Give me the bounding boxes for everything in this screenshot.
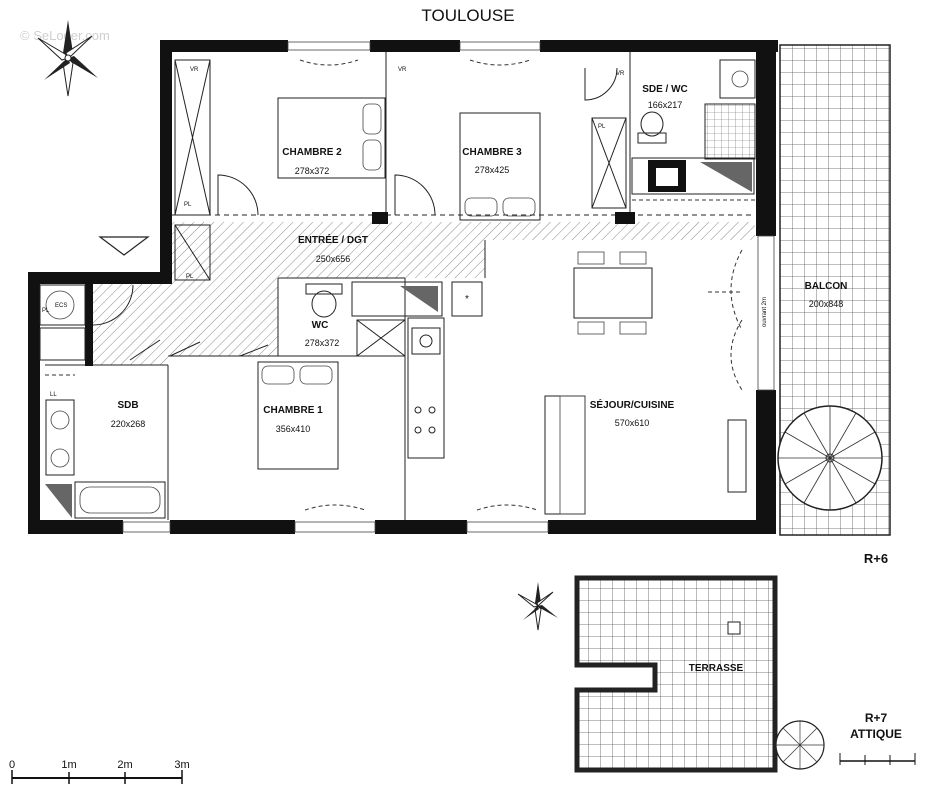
window-note: ouvrant 2m [762, 297, 768, 327]
bed-chambre-1-icon [257, 361, 339, 470]
spiral-staircase-small-icon [775, 720, 825, 770]
sejour-dims: 570x610 [615, 418, 650, 428]
toilet-sde-icon [637, 111, 667, 144]
bathtub-sdb-icon [74, 481, 166, 519]
chambre-2-dims: 278x372 [295, 166, 330, 176]
plan-title: TOULOUSE [421, 6, 514, 25]
closets [174, 59, 627, 357]
compass-rose-small-icon [517, 582, 558, 631]
balcon-label: BALCON [805, 281, 848, 292]
shower-icon [704, 103, 756, 160]
chambre-2-label: CHAMBRE 2 [282, 147, 342, 158]
entry-hatch [90, 222, 755, 365]
interior-lines [45, 52, 755, 520]
sejour-label: SÉJOUR/CUISINE [590, 398, 675, 411]
hob-icon: * [451, 281, 483, 317]
scale-label-3m: 3m [174, 759, 189, 771]
entree-label: ENTRÉE / DGT [298, 233, 368, 246]
vr-label-2: VR [398, 67, 407, 73]
kitchen-counter [407, 317, 445, 459]
chambre-3-label: CHAMBRE 3 [462, 147, 522, 158]
pl-label-3: PL [598, 124, 606, 130]
vr-label-3: VR [616, 71, 625, 77]
svg-text:*: * [465, 294, 469, 305]
utility-lines [45, 374, 75, 518]
chambre-3-dims: 278x425 [475, 165, 510, 175]
level-r6-label: R+6 [864, 551, 888, 566]
spiral-staircase-icon [777, 405, 883, 511]
terrace-floor [574, 575, 778, 773]
kitchen-counter-sde [631, 157, 755, 201]
sde-dims: 166x217 [648, 100, 683, 110]
chambre-1-label: CHAMBRE 1 [263, 405, 323, 416]
terrasse-label: TERRASSE [689, 663, 744, 674]
pl-label-1: PL [184, 202, 192, 208]
wc-label: WC [312, 320, 329, 331]
level-r7-label: R+7 [865, 711, 888, 725]
sink-sde-icon [719, 59, 756, 99]
ecs-label: ECS [55, 303, 67, 309]
bed-chambre-3-icon [459, 112, 541, 221]
entree-dims: 250x656 [316, 254, 351, 264]
level-attique-label: ATTIQUE [850, 727, 902, 741]
sinks-sdb-icon [45, 399, 75, 476]
doors [92, 67, 618, 361]
dining-table-icon [573, 251, 653, 335]
wc-dims: 278x372 [305, 338, 340, 348]
entrance-marker-icon [98, 236, 150, 256]
tv-unit-icon [727, 419, 747, 493]
compass-rose-icon [37, 20, 98, 97]
balcon-dims: 200x848 [809, 299, 844, 309]
pl-label-4: PL [42, 308, 50, 314]
scale-label-0: 0 [9, 759, 15, 771]
windows [122, 41, 775, 533]
chambre-1-dims: 356x410 [276, 424, 311, 434]
bed-chambre-2-icon [277, 97, 386, 179]
sde-label: SDE / WC [642, 84, 688, 95]
exterior-walls [28, 40, 778, 534]
water-heater-icon [39, 284, 86, 361]
sofa-icon [544, 395, 586, 515]
sdb-dims: 220x268 [111, 419, 146, 429]
toilet-wc-icon [305, 283, 343, 318]
vr-label-1: VR [190, 67, 199, 73]
scale-bar: 0 1m 2m 3m [9, 759, 190, 784]
scale-label-2m: 2m [117, 759, 132, 771]
small-scale-bar [839, 753, 916, 765]
pl-label-2: PL [186, 274, 194, 280]
scale-label-1m: 1m [61, 759, 76, 771]
ll-label: LL [50, 392, 57, 398]
bathtub-wc-icon [351, 281, 443, 317]
window-swings [299, 59, 743, 511]
sdb-label: SDB [117, 400, 138, 411]
